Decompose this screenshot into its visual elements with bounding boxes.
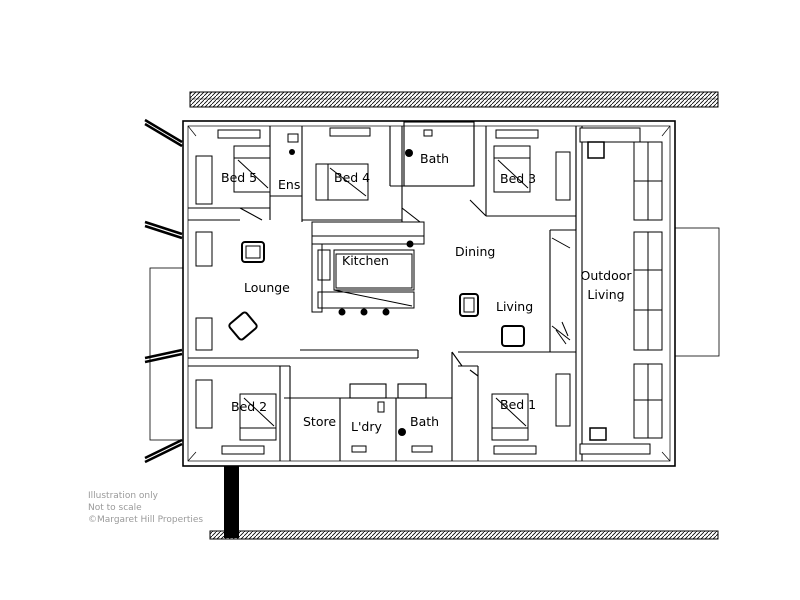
room-label-bed4: Bed 4 [334,170,371,185]
armchair-icon [228,241,525,347]
disclaimer-line: Illustration only [88,491,158,501]
wall-perspective [187,125,671,462]
room-label-outdoor-living: Living [587,287,625,302]
room-label-ens: Ens [278,177,301,192]
room-label-lounge: Lounge [244,280,290,295]
room-label-bath-bottom: Bath [410,414,440,429]
room-label-dining: Dining [455,244,496,259]
copyright-line: ©Margaret Hill Properties [88,515,204,525]
outdoor-chair [587,141,607,441]
interior-walls [188,121,583,461]
house-outline [182,120,676,467]
sliding-door [551,237,571,345]
house-inner-outline [187,125,671,462]
window-icon [195,127,651,455]
room-label-bed5: Bed 5 [221,170,258,185]
room-label-bed2: Bed 2 [231,399,268,414]
room-label-bed3: Bed 3 [500,171,537,186]
top-fence [189,91,719,108]
room-label-living: Living [496,299,534,314]
room-label-bed1: Bed 1 [500,397,537,412]
basin-icon [287,129,433,413]
room-label-outdoor: Outdoor [580,268,632,283]
left-post [224,466,239,538]
bottom-fence [209,530,719,540]
right-step [674,227,720,357]
kitchen-bench [311,221,425,316]
bed-icon [233,145,531,441]
left-fence-lines [144,118,183,464]
room-label-laundry: L'dry [351,419,382,434]
room-label-kitchen: Kitchen [342,253,389,268]
toilet-icon [289,149,413,436]
room-label-bath-top: Bath [420,151,450,166]
disclaimer-line: Not to scale [88,503,142,513]
room-label-store: Store [303,414,337,429]
disclaimer: Illustration only Not to scale ©Margaret… [88,490,203,526]
window-icon [633,141,663,439]
